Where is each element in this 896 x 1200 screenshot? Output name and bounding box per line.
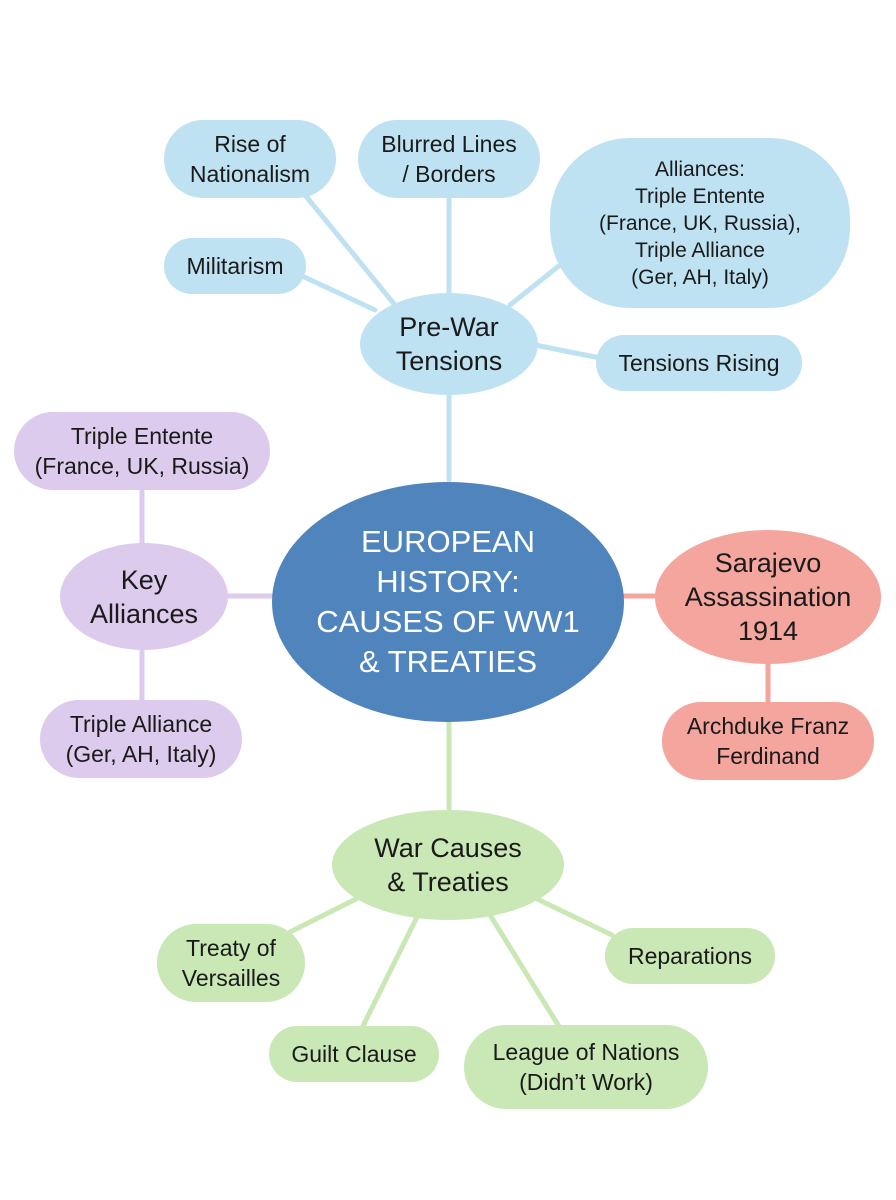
leaf-archduke-franz-ferdinand-label: Archduke Franz Ferdinand [686, 713, 850, 769]
leaf-rise-of-nationalism-label: Rise of Nationalism [189, 131, 311, 187]
branch-war-causes-treaties[interactable]: War Causes & Treaties [332, 810, 564, 920]
leaf-archduke-franz-ferdinand[interactable]: Archduke Franz Ferdinand [662, 702, 874, 780]
leaf-reparations-label: Reparations [627, 943, 753, 969]
link-prewar-militarism [297, 272, 378, 313]
branch-sarajevo-assassination-label: Sarajevo Assassination 1914 [684, 548, 852, 646]
branch-war-causes-treaties-label: War Causes & Treaties [374, 833, 522, 897]
leaf-triple-entente[interactable]: Triple Entente (France, UK, Russia) [14, 412, 270, 490]
leaf-tensions-rising[interactable]: Tensions Rising [596, 335, 802, 391]
leaf-blurred-lines-borders[interactable]: Blurred Lines / Borders [358, 120, 540, 198]
leaf-league-of-nations-label: League of Nations (Didn’t Work) [492, 1039, 680, 1095]
leaf-blurred-lines-borders-label: Blurred Lines / Borders [381, 131, 517, 187]
central-topic-label: EUROPEAN HISTORY: CAUSES OF WW1 & TREATI… [316, 524, 580, 679]
leaf-triple-alliance-label: Triple Alliance (Ger, AH, Italy) [65, 711, 217, 767]
link-war-league [487, 912, 563, 1031]
leaf-guilt-clause[interactable]: Guilt Clause [269, 1026, 439, 1082]
leaf-militarism-label: Militarism [186, 253, 284, 279]
link-prewar-nationalism [302, 192, 398, 308]
central-topic[interactable]: EUROPEAN HISTORY: CAUSES OF WW1 & TREATI… [272, 482, 624, 722]
leaf-triple-alliance[interactable]: Triple Alliance (Ger, AH, Italy) [40, 700, 242, 778]
leaf-guilt-clause-label: Guilt Clause [291, 1041, 417, 1067]
branch-pre-war-tensions-label: Pre-War Tensions [395, 312, 503, 376]
branch-pre-war-tensions[interactable]: Pre-War Tensions [360, 293, 538, 395]
leaf-rise-of-nationalism[interactable]: Rise of Nationalism [164, 120, 336, 198]
leaf-league-of-nations[interactable]: League of Nations (Didn’t Work) [464, 1025, 708, 1109]
link-war-reparations [532, 895, 615, 938]
link-war-versailles [287, 895, 361, 935]
leaf-tensions-rising-label: Tensions Rising [618, 350, 780, 376]
branch-key-alliances[interactable]: Key Alliances [60, 543, 228, 650]
leaf-triple-entente-label: Triple Entente (France, UK, Russia) [34, 423, 250, 479]
leaf-treaty-of-versailles[interactable]: Treaty of Versailles [157, 924, 305, 1002]
leaf-reparations[interactable]: Reparations [605, 928, 775, 984]
link-prewar-alliances [507, 262, 563, 308]
branch-sarajevo-assassination[interactable]: Sarajevo Assassination 1914 [655, 530, 881, 664]
leaf-alliances-detail-label: Alliances: Triple Entente (France, UK, R… [599, 157, 801, 289]
link-prewar-tensions [532, 342, 603, 361]
link-war-guilt [359, 912, 421, 1031]
leaf-alliances-detail[interactable]: Alliances: Triple Entente (France, UK, R… [550, 138, 850, 308]
branch-key-alliances-label: Key Alliances [89, 564, 199, 629]
leaf-militarism[interactable]: Militarism [164, 238, 306, 294]
leaf-treaty-of-versailles-label: Treaty of Versailles [181, 935, 281, 991]
